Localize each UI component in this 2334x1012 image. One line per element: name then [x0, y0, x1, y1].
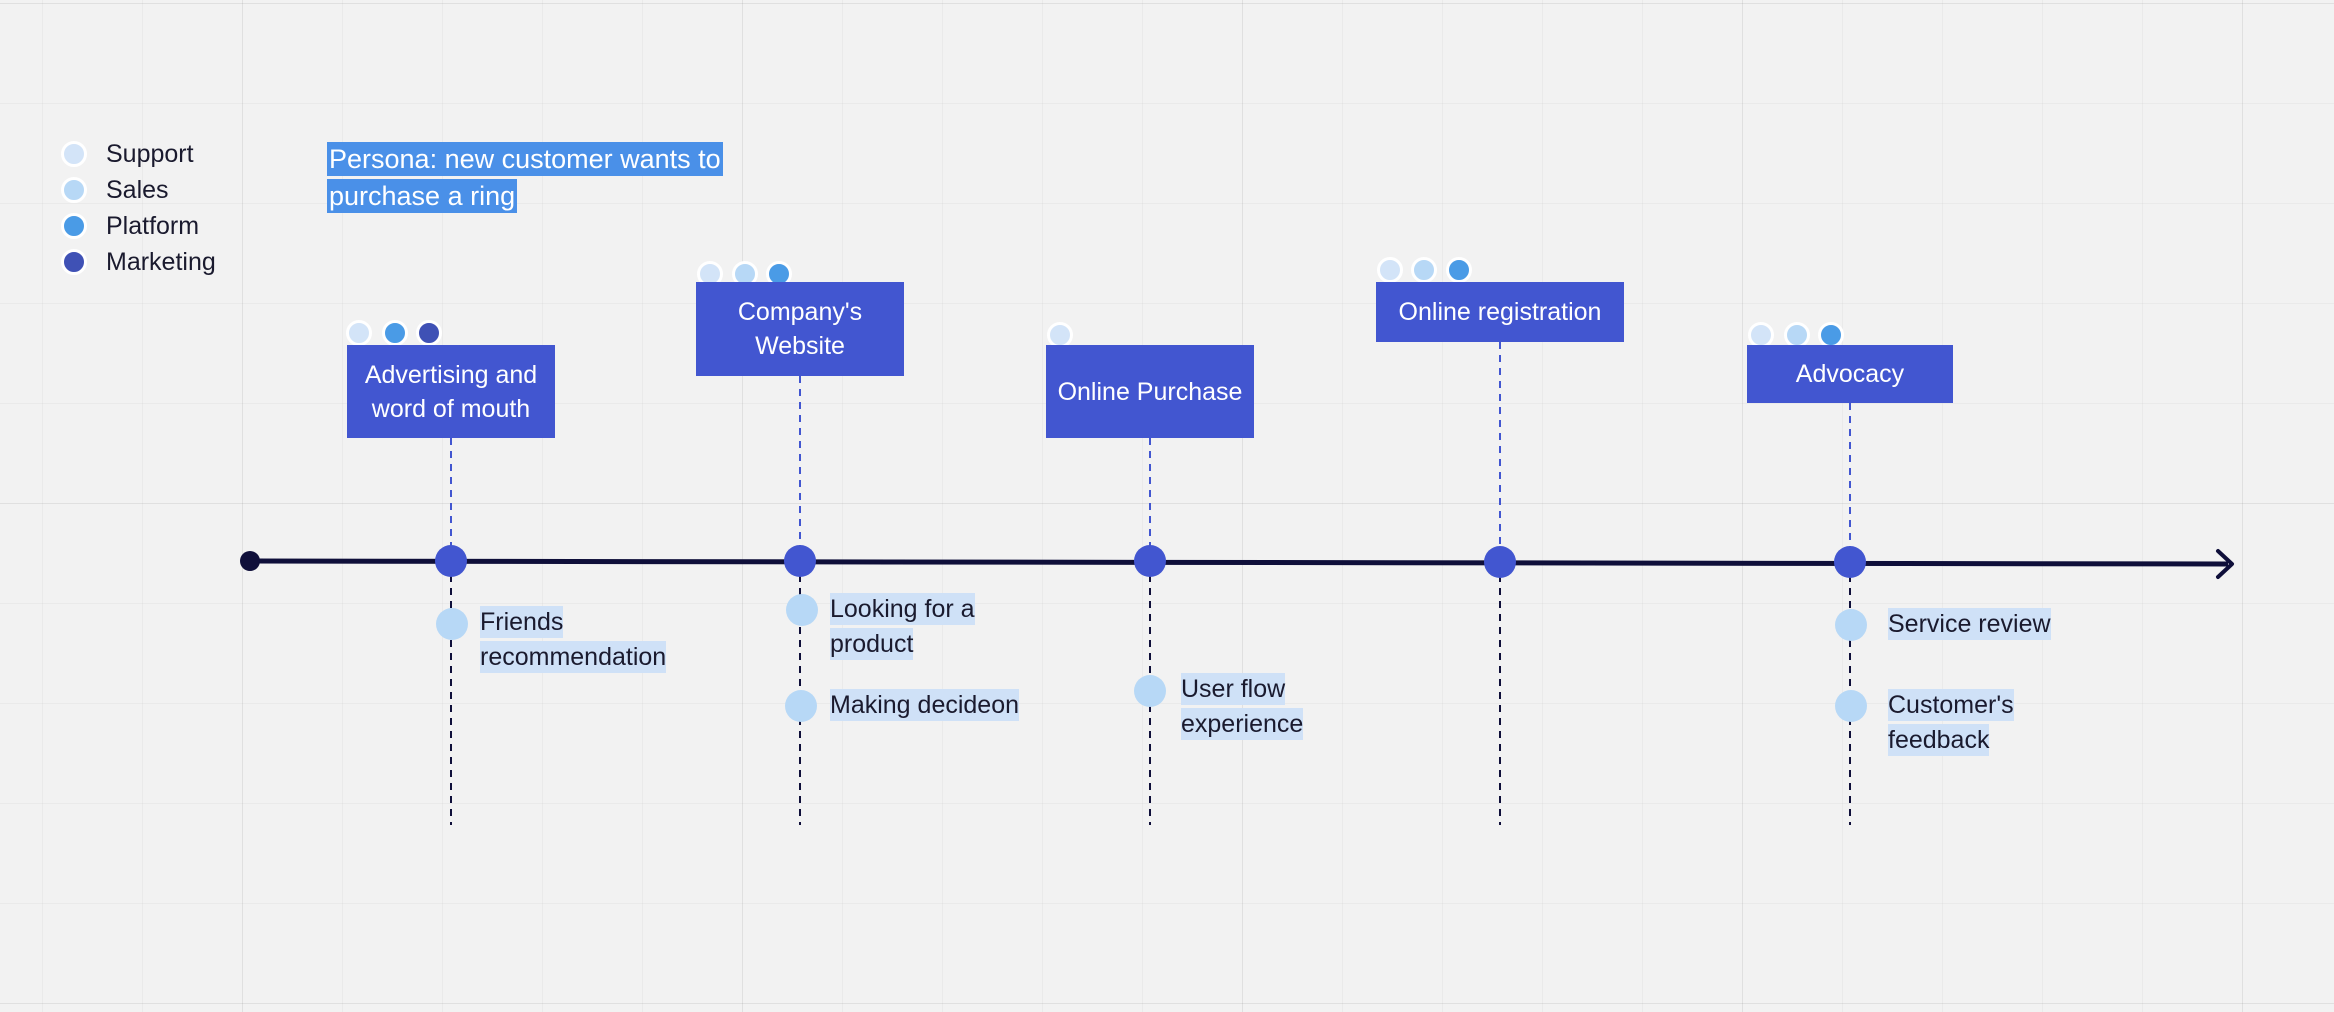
note-customers-feedback[interactable]: Customer's feedback	[1888, 688, 2038, 758]
note-dot-service-review	[1835, 609, 1867, 641]
legend-sales-dot	[61, 177, 87, 203]
milestone-2	[784, 545, 816, 577]
legend-support-dot	[61, 141, 87, 167]
timeline-start-point	[240, 551, 260, 571]
note-text: Service review	[1888, 608, 2051, 640]
note-service-review[interactable]: Service review	[1888, 607, 2118, 642]
legend-sales-label: Sales	[106, 176, 169, 204]
timeline-arrowhead	[2216, 549, 2234, 579]
stage-card-company-website[interactable]: Company's Website	[696, 282, 904, 376]
persona-note[interactable]: Persona: new customer wants to purchase …	[327, 141, 725, 215]
timeline-axis	[249, 558, 2229, 567]
note-user-flow-experience[interactable]: User flow experience	[1181, 672, 1316, 742]
stage-card-label: Online registration	[1398, 298, 1602, 326]
persona-text: Persona: new customer wants to purchase …	[327, 142, 723, 213]
stage-card-online-purchase[interactable]: Online Purchase	[1046, 345, 1254, 438]
note-dot-friends	[436, 608, 468, 640]
note-text: Friends recommendation	[480, 606, 667, 673]
note-looking-for-product[interactable]: Looking for a product	[830, 592, 1000, 662]
stage-card-label: Advocacy	[1795, 360, 1905, 388]
stage-1-tag-marketing	[416, 320, 442, 346]
stage-card-label: Online Purchase	[1057, 377, 1243, 406]
note-text: User flow experience	[1181, 673, 1304, 740]
note-dot-customer-feedback	[1835, 690, 1867, 722]
stage-4-tag-sales	[1411, 257, 1437, 283]
legend-marketing-label: Marketing	[106, 248, 216, 276]
legend-platform-label: Platform	[106, 212, 200, 240]
legend-support-label: Support	[106, 140, 194, 168]
legend-marketing-dot	[61, 249, 87, 275]
stage-1-tag-support	[346, 320, 372, 346]
note-dot-looking	[786, 594, 818, 626]
milestone-1	[435, 545, 467, 577]
stage-card-advocacy[interactable]: Advocacy	[1747, 345, 1953, 403]
stage-card-label: Advertising and word of mouth	[364, 360, 538, 423]
stage-4-tag-platform	[1446, 257, 1472, 283]
stage-card-advertising[interactable]: Advertising and word of mouth	[347, 345, 555, 438]
note-dot-user-flow	[1134, 675, 1166, 707]
stage-card-label: Company's Website	[737, 298, 863, 360]
note-friends-recommendation[interactable]: Friends recommendation	[480, 605, 700, 675]
stage-4-tag-support	[1377, 257, 1403, 283]
stage-1-tag-platform	[382, 320, 408, 346]
note-text: Making decideon	[830, 689, 1020, 721]
stage-card-online-registration[interactable]: Online registration	[1376, 282, 1624, 342]
milestone-5	[1834, 546, 1866, 578]
note-dot-decision	[785, 690, 817, 722]
note-making-decision[interactable]: Making decideon	[830, 688, 1090, 723]
stage-5-tag-sales	[1784, 322, 1810, 348]
note-text: Looking for a product	[830, 593, 975, 660]
milestone-4	[1484, 546, 1516, 578]
note-text: Customer's feedback	[1888, 689, 2014, 756]
legend-platform-dot	[61, 213, 87, 239]
milestone-3	[1134, 545, 1166, 577]
